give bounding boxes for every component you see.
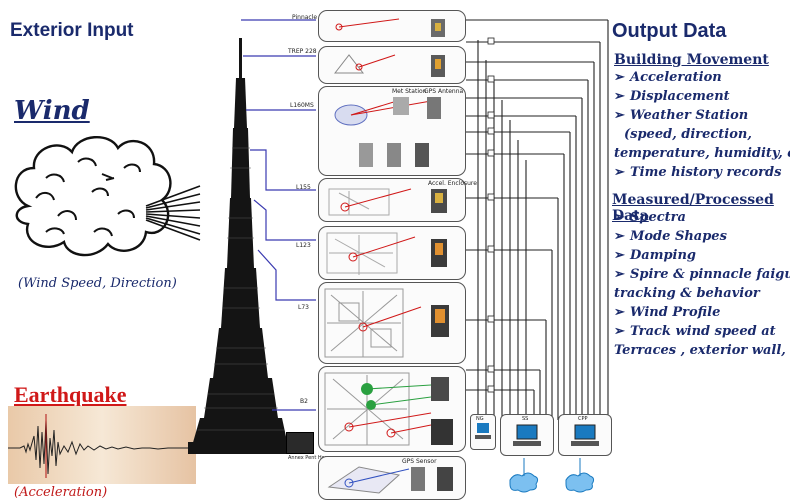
level-label: L73: [298, 304, 309, 311]
sensor-panel-l160: [318, 86, 466, 176]
earthquake-caption: (Acceleration): [14, 485, 108, 500]
server-ng: [470, 414, 496, 450]
list-item: ➢Damping: [614, 248, 697, 263]
sensor-panel-b2: [318, 366, 466, 452]
level-label: L123: [296, 242, 311, 249]
annex-building: [286, 432, 314, 454]
level-label: Pinnacle: [292, 14, 318, 21]
building-movement-heading: Building Movement: [614, 52, 769, 68]
measured-data-list: ➢Spectra ➢Mode Shapes ➢Damping ➢Spire & …: [614, 208, 790, 360]
list-item: ➢Track wind speed at: [614, 324, 776, 339]
accel-enclosure-label: Accel. Enclosure: [428, 180, 477, 187]
list-item: ➢Acceleration: [614, 70, 722, 85]
list-item: ➢Weather Station: [614, 108, 749, 123]
server-label: CPP: [578, 416, 588, 422]
list-item: temperature, humidity, etc.): [614, 146, 790, 161]
sensor-panel-annex: [318, 456, 466, 500]
gps-sensor-label: GPS Sensor: [402, 458, 437, 465]
list-item: ➢Spire & pinnacle faigue: [614, 267, 790, 282]
server-cpp: [558, 414, 612, 456]
gps-antenna-label: GPS Antenna: [424, 88, 464, 95]
level-label: L160MS: [290, 102, 314, 109]
list-item: tracking & behavior: [614, 286, 760, 301]
sensor-panel-pinnacle: [318, 10, 466, 42]
server-ss: [500, 414, 554, 456]
list-item: ➢Displacement: [614, 89, 730, 104]
level-label: B2: [300, 398, 308, 405]
list-item: ➢Wind Profile: [614, 305, 721, 320]
wind-title: Wind: [14, 96, 90, 126]
list-item: ➢Spectra: [614, 210, 686, 225]
seismogram-icon: [8, 406, 196, 484]
level-label: TREP 228: [288, 48, 317, 55]
annex-label: Annex Pent House: [288, 455, 334, 461]
sensor-panel-l123: [318, 226, 466, 280]
server-label: SS: [522, 416, 529, 422]
wind-cloud-icon: [14, 135, 201, 257]
list-item: ➢Mode Shapes: [614, 229, 727, 244]
sensor-panel-trep: [318, 46, 466, 84]
sensor-panel-l155: [318, 178, 466, 222]
list-item: (speed, direction,: [624, 127, 752, 142]
list-item: ➢Time history records: [614, 165, 782, 180]
sensor-panel-l73: [318, 282, 466, 364]
met-station-label: Met Station: [392, 88, 427, 95]
output-data-title: Output Data: [612, 20, 727, 42]
measured-data-heading: Measured/Processed Data: [612, 192, 774, 224]
wind-caption: (Wind Speed, Direction): [18, 276, 177, 291]
building-movement-list: ➢Acceleration ➢Displacement ➢Weather Sta…: [614, 68, 790, 182]
earthquake-title: Earthquake: [14, 382, 127, 407]
list-item: Terraces , exterior wall, etc.: [614, 343, 790, 358]
tower-illustration: [188, 38, 290, 454]
level-label: L155: [296, 184, 311, 191]
exterior-input-title: Exterior Input: [10, 20, 134, 41]
server-label: NG: [476, 416, 484, 422]
